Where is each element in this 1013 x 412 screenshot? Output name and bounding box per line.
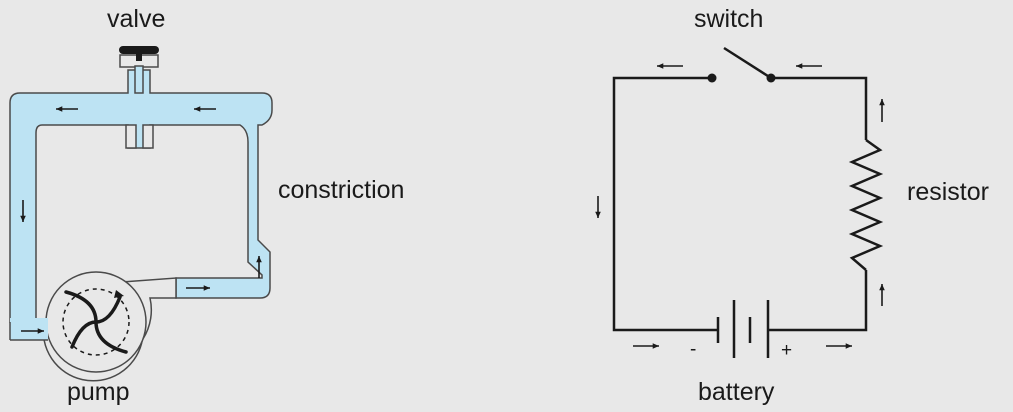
battery-positive-sign: + [781,340,793,361]
flow-arrows [20,106,262,334]
battery [716,300,770,358]
valve-label: valve [107,5,166,33]
pump-rotation-arrow [114,290,124,298]
valve [119,46,159,149]
constriction-label: constriction [278,176,405,204]
switch-contact [707,73,717,83]
switch-label: switch [694,5,764,33]
pump-inlet [10,318,48,340]
pump-label: pump [67,378,130,406]
switch-contact [766,73,776,83]
battery-negative-sign: - [690,339,697,360]
resistor-label: resistor [907,178,989,206]
current-arrows [595,63,885,349]
pump-impeller [64,290,128,354]
switch-lever [723,46,772,80]
valve-handle-stem [136,49,142,61]
battery-label: battery [698,378,775,406]
switch [707,46,776,83]
hydraulic-circuit [9,46,273,382]
wire [612,76,868,332]
pump-rotation-path [62,288,130,356]
electric-circuit [595,46,885,358]
resistor [848,138,884,271]
valve-handle [119,46,159,54]
